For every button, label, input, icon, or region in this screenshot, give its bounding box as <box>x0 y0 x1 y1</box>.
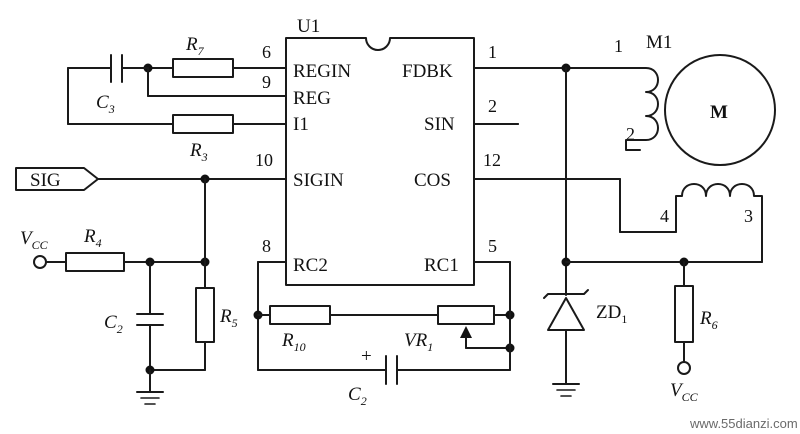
output-network: ZD1 R6 VCC <box>473 63 763 404</box>
motor-terminal-2: 2 <box>626 124 635 144</box>
label-r5: R5 <box>219 306 238 330</box>
label-zd1: ZD1 <box>596 302 627 326</box>
motor-terminal-1: 1 <box>614 36 623 56</box>
motor-coil-b <box>675 183 763 263</box>
pin-num-6: 6 <box>262 42 271 62</box>
pin-num-10: 10 <box>255 150 273 170</box>
vcc-terminal-right <box>677 361 691 375</box>
motor-terminal-3: 3 <box>744 206 753 226</box>
sig-connector <box>15 167 99 191</box>
zener-diode-zd1 <box>547 297 585 331</box>
label-vr1: VR1 <box>404 330 433 354</box>
pin-num-9: 9 <box>262 72 271 92</box>
pin-label-sigin: SIGIN <box>293 170 344 191</box>
pin-num-2: 2 <box>488 96 497 116</box>
resistor-r6 <box>674 285 694 343</box>
motor-terminal-4: 4 <box>660 206 669 226</box>
bias-network: VCC R4 C2 R5 <box>20 178 238 405</box>
pin-label-sin: SIN <box>424 114 455 135</box>
pin-label-regin: REGIN <box>293 61 351 82</box>
vr1-wiper-arrow <box>460 326 472 338</box>
signal-input: SIG R3 <box>15 140 287 191</box>
label-r6: R6 <box>699 308 718 332</box>
pin-num-12: 12 <box>483 150 501 170</box>
pin-label-rc2: RC2 <box>293 255 328 276</box>
pin-label-i1: I1 <box>293 114 309 135</box>
pin-num-8: 8 <box>262 236 271 256</box>
ic-name: U1 <box>297 16 320 37</box>
resistor-r5 <box>195 287 215 343</box>
pin-num-5: 5 <box>488 236 497 256</box>
label-vcc-right: VCC <box>670 380 699 404</box>
resistor-i1 <box>172 114 234 134</box>
capacitor-plus-sign: + <box>361 346 372 367</box>
pin-label-reg: REG <box>293 88 331 109</box>
potentiometer-vr1 <box>437 305 495 325</box>
timing-network: + R10 VR1 C2 <box>253 261 515 408</box>
pin-label-rc1: RC1 <box>424 255 459 276</box>
label-r7: R7 <box>185 34 205 58</box>
label-r4: R4 <box>83 226 102 250</box>
label-r10: R10 <box>281 330 306 354</box>
sig-label: SIG <box>30 170 61 191</box>
motor-symbol <box>664 54 776 166</box>
watermark: www.55dianzi.com <box>689 416 798 431</box>
motor-m1: M1 1 2 3 4 M <box>517 32 776 263</box>
label-c2-left: C2 <box>104 312 123 336</box>
resistor-r10 <box>269 305 331 325</box>
ic-u1: U1 REGIN REG I1 SIGIN RC2 FDBK SIN COS R… <box>255 16 501 286</box>
label-c3: C3 <box>96 92 115 116</box>
resistor-r4 <box>65 252 125 272</box>
pin-label-fdbk: FDBK <box>402 61 453 82</box>
label-r3: R3 <box>189 140 208 164</box>
motor-coil-a <box>625 67 659 151</box>
label-vcc-left: VCC <box>20 228 49 252</box>
motor-name: M1 <box>646 32 672 53</box>
feedback-network: R7 C3 <box>67 34 287 134</box>
resistor-r7 <box>172 58 234 78</box>
vcc-terminal-left <box>33 255 47 269</box>
motor-label: M <box>710 102 728 123</box>
pin-label-cos: COS <box>414 170 451 191</box>
label-c2-timing: C2 <box>348 384 367 408</box>
pin-num-1: 1 <box>488 42 497 62</box>
